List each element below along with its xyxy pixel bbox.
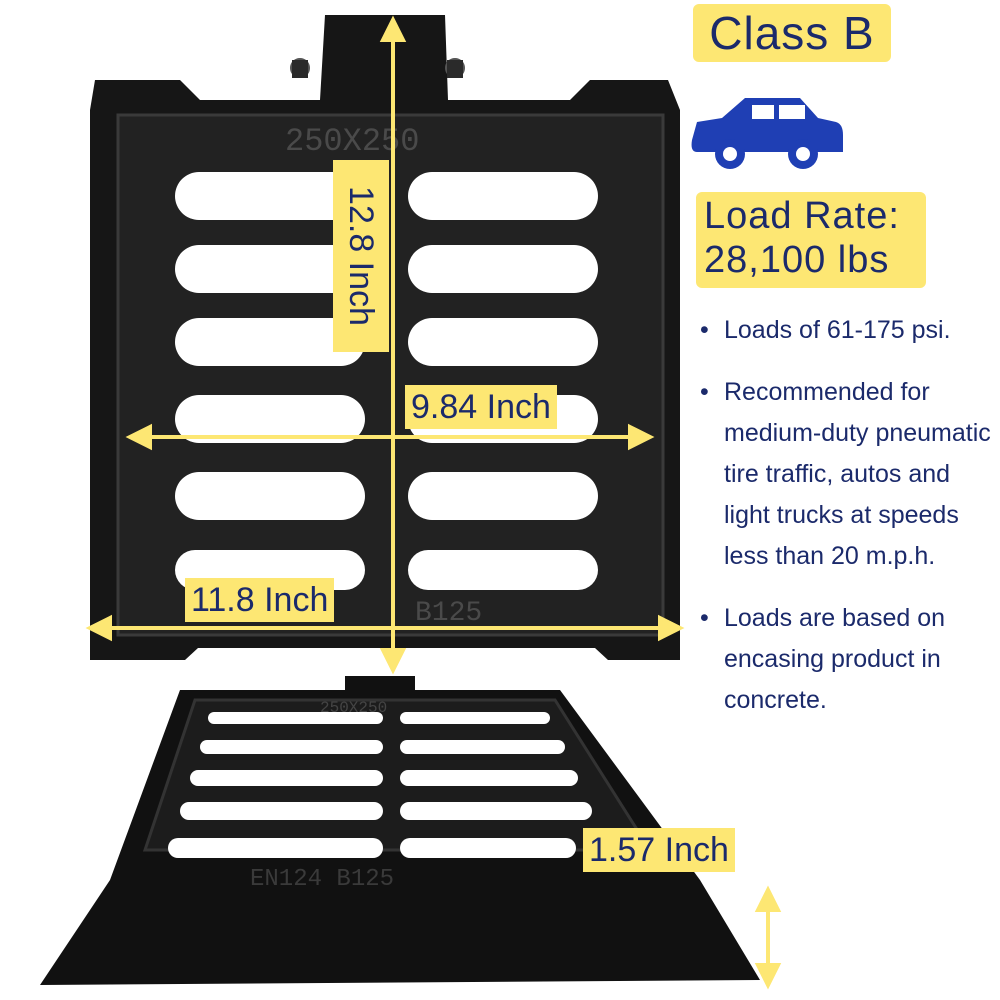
spec-list: Loads of 61-175 psi. Recommended for med… (700, 310, 998, 742)
depth-dimension-label: 1.57 Inch (583, 828, 735, 872)
grate-top-view: 250X250 B125 (90, 15, 680, 660)
spec-item: Loads are based on encasing product in c… (700, 598, 998, 721)
dimension-arrows (85, 15, 782, 990)
outer-width-dimension-label: 11.8 Inch (185, 578, 335, 622)
car-icon (691, 98, 843, 169)
height-dimension-text: 12.8 Inch (342, 186, 380, 326)
load-rate-label: Load Rate: 28,100 lbs (696, 192, 926, 288)
load-rate-title: Load Rate: (704, 195, 900, 237)
grate-perspective-view: 250X250 EN124 B125 (40, 676, 760, 985)
svg-text:EN124 B125: EN124 B125 (250, 866, 394, 893)
spec-item: Loads of 61-175 psi. (700, 310, 998, 351)
load-rate-value: 28,100 lbs (704, 239, 890, 281)
casting-mark-top: 250X250 (285, 123, 419, 160)
class-label: Class B (693, 4, 891, 62)
inner-width-dimension-label: 9.84 Inch (405, 385, 557, 429)
spec-item: Recommended for medium-duty pneumatic ti… (700, 372, 998, 577)
height-dimension-label: 12.8 Inch (333, 160, 389, 352)
casting-mark-bottom: B125 (415, 598, 482, 629)
